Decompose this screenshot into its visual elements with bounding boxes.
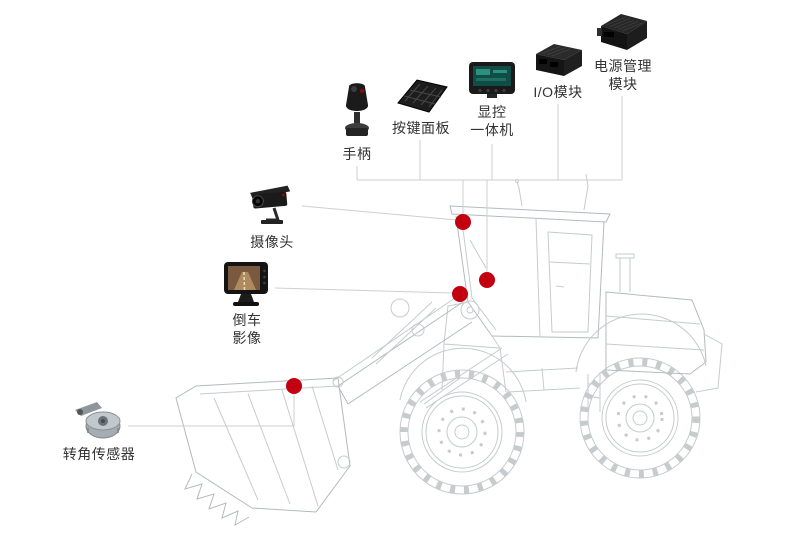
component-label: 摄像头 [250,234,294,250]
component-joystick: 手柄 [327,80,387,163]
front-wheel [399,369,525,495]
component-label: 手柄 [342,146,372,162]
mount-point-boom-pivot [452,286,468,302]
component-display-unit: 显控 一体机 [464,60,520,139]
angle-sensor-icon [75,402,121,439]
component-rearview-monitor: 倒车 影像 [217,260,277,347]
io-module-icon [536,44,582,76]
component-label: I/O模块 [533,84,583,100]
rearview-monitor-icon [224,262,268,306]
component-label: 显控 一体机 [470,104,514,139]
loader-body [175,173,723,526]
power-module-icon [597,14,647,50]
mount-point-cab-front [479,272,495,288]
keypad-icon [397,79,448,113]
camera-icon [250,185,291,224]
joystick-icon [345,83,369,136]
component-label: 转角传感器 [62,446,136,462]
component-keypad: 按键面板 [390,74,452,137]
connector-lines [128,96,623,427]
component-camera: 摄像头 [240,182,304,251]
component-angle-sensor: 转角传感器 [58,398,140,463]
component-label: 电源管理 模块 [594,58,652,93]
component-label: 按键面板 [392,120,450,136]
component-io-module: I/O模块 [526,40,590,101]
rear-wheel [579,357,701,479]
display-unit-icon [469,62,515,98]
mount-point-boom-arm [286,378,302,394]
component-power-module: 电源管理 模块 [588,10,658,93]
component-label: 倒车 影像 [232,312,262,347]
mount-point-cab-top [455,214,471,230]
mount-point-markers [286,214,495,394]
